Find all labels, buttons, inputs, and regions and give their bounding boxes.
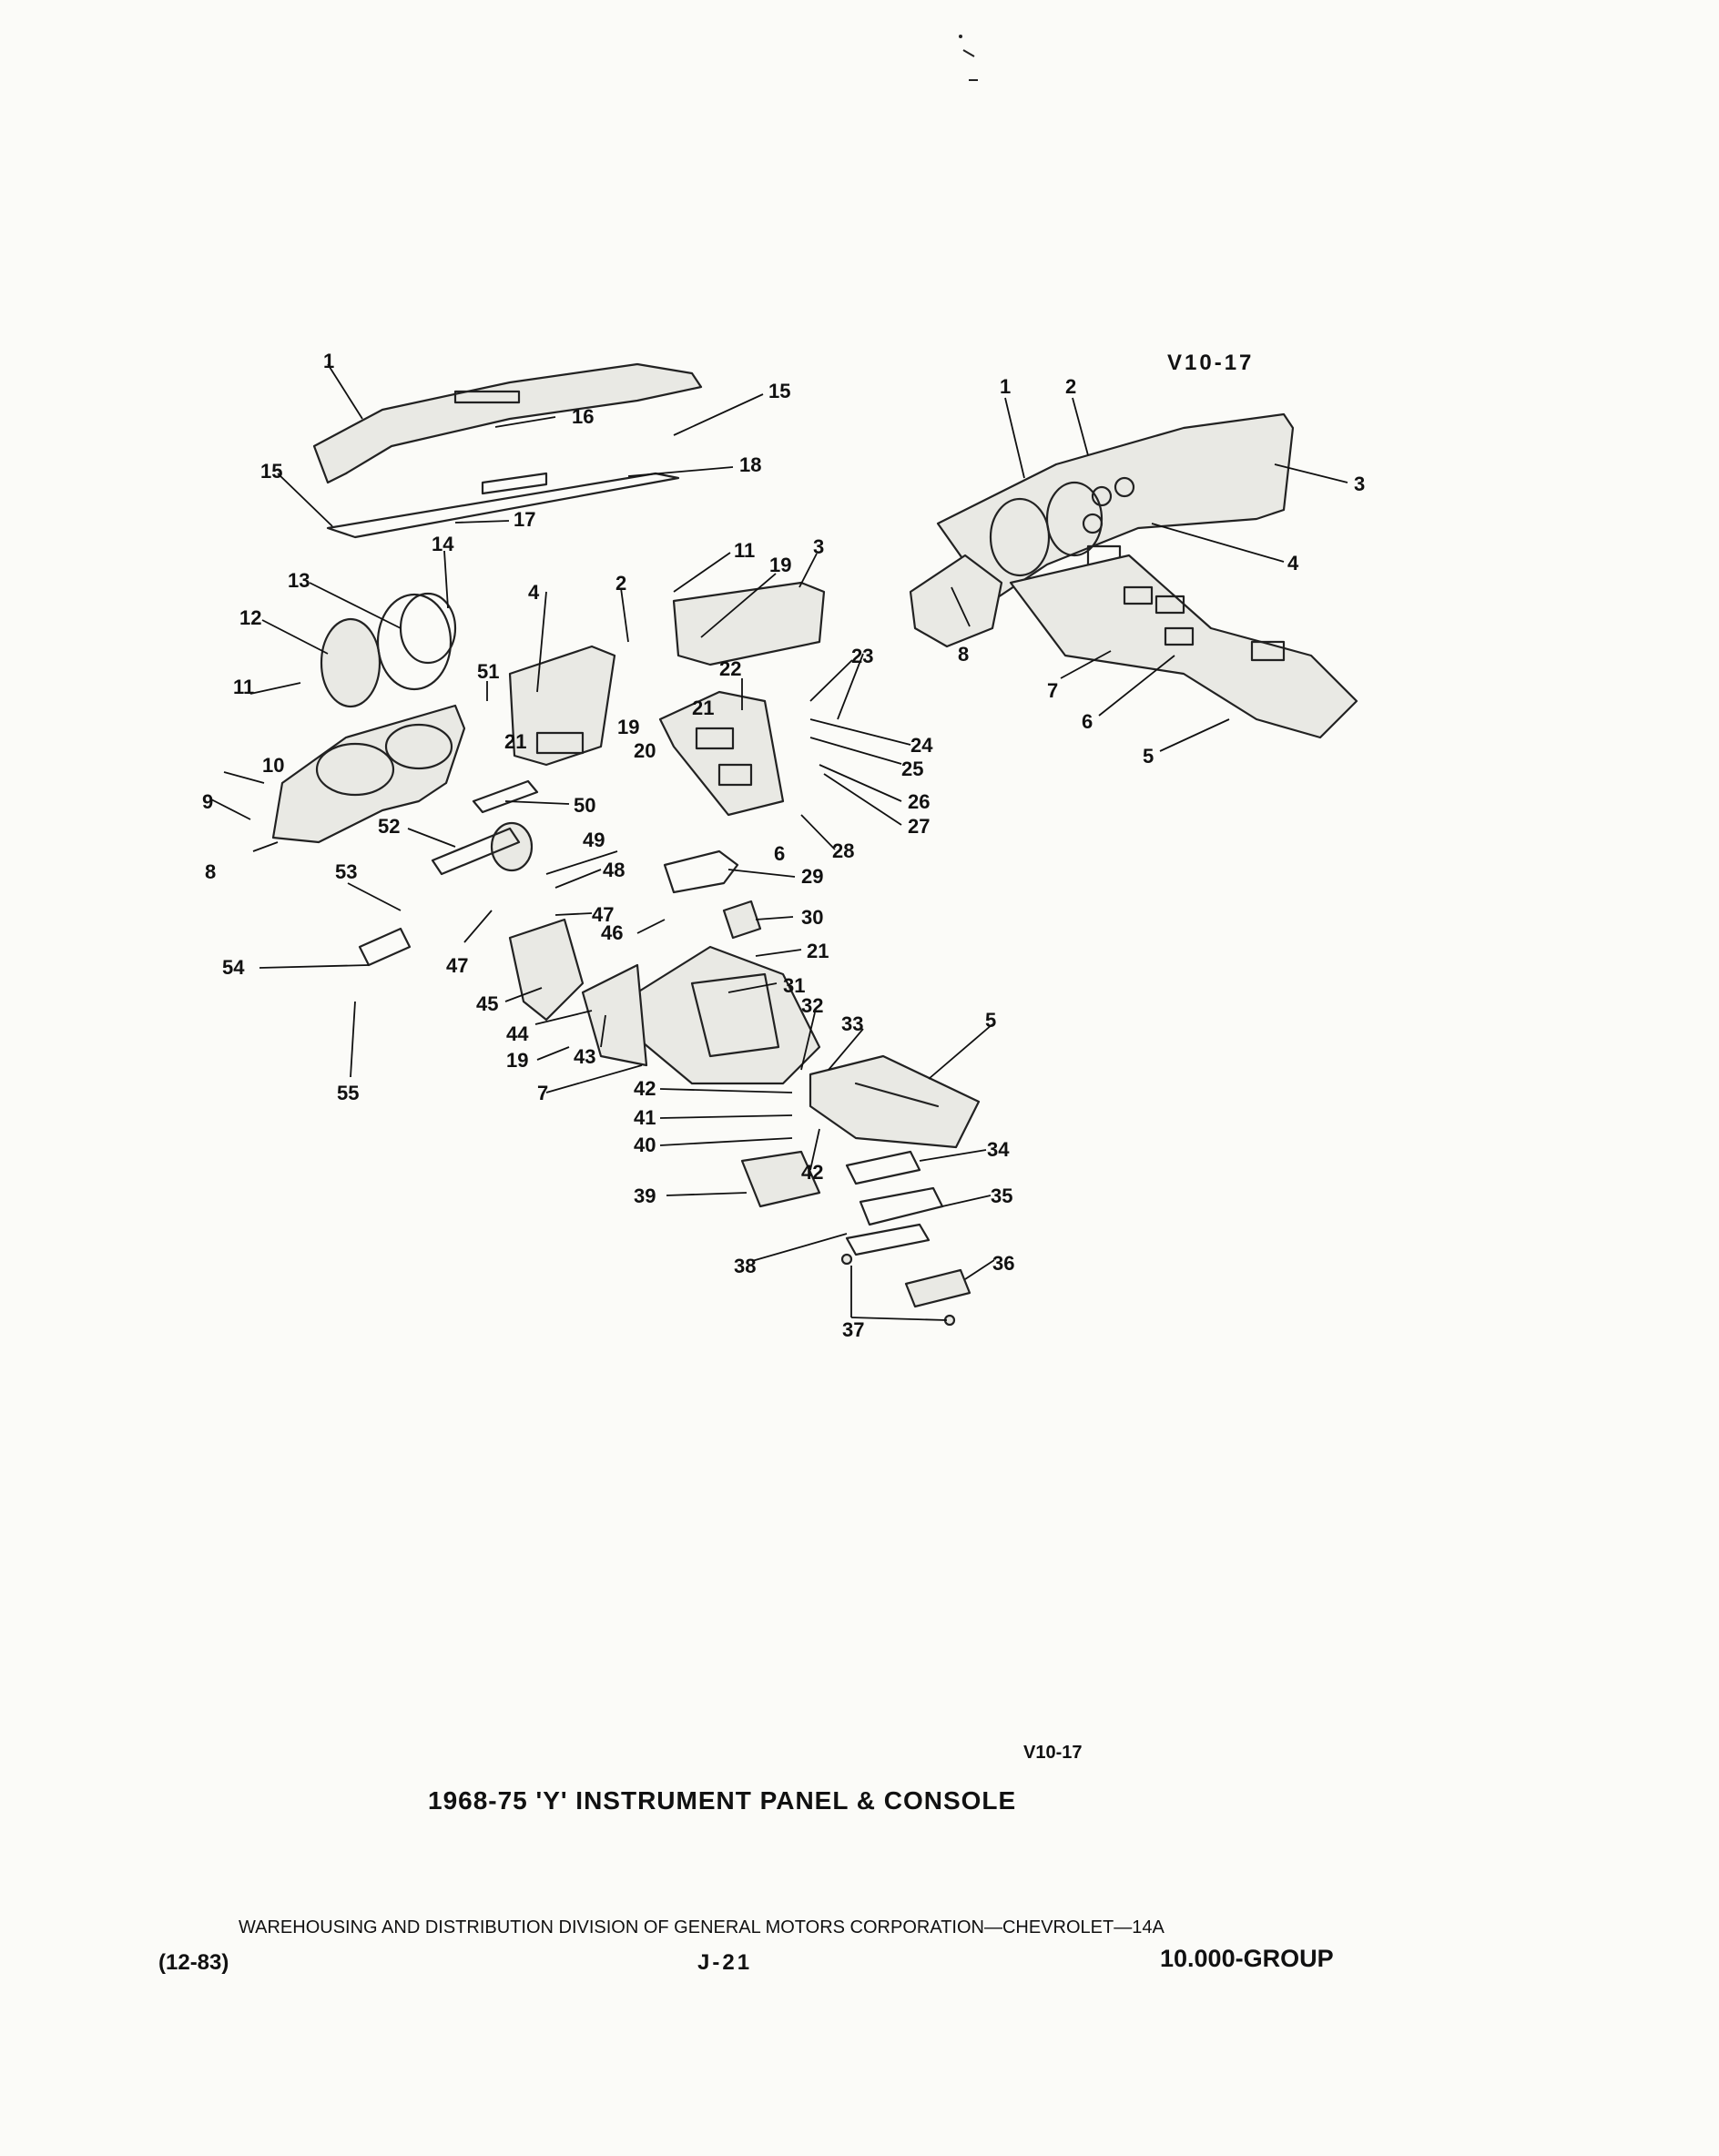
callout: 49 [583, 829, 605, 851]
callout: 15 [260, 460, 282, 483]
callout: 48 [603, 859, 625, 881]
callout: 46 [601, 921, 623, 944]
part-shift-plate [663, 849, 762, 940]
callout: 8 [958, 643, 969, 666]
callout: 11 [233, 676, 254, 698]
callout: 16 [572, 405, 594, 428]
callout: 18 [739, 453, 761, 476]
callout: 54 [222, 956, 245, 979]
callout: 42 [634, 1077, 656, 1100]
callout: 31 [783, 974, 805, 997]
callout: 19 [617, 716, 639, 738]
assembled-view [909, 412, 1358, 739]
part-console-body [636, 945, 821, 1085]
callout: 33 [841, 1012, 863, 1035]
part-rear-console [809, 1054, 981, 1149]
callout: 7 [1047, 679, 1058, 702]
callouts-assembled: 1 2 3 4 8 7 6 5 [958, 375, 1365, 768]
callout: 53 [335, 860, 357, 883]
callout: 39 [634, 1185, 656, 1207]
callout: 9 [202, 790, 213, 813]
callout: 2 [615, 572, 626, 595]
part-trim-strip [326, 472, 680, 539]
callout: 17 [514, 508, 535, 531]
part-center-bezel [508, 645, 616, 767]
part-instrument-pad [312, 362, 703, 484]
callout: 7 [537, 1082, 548, 1104]
callout: 26 [908, 790, 930, 813]
callout: 21 [504, 730, 526, 753]
callout: 41 [634, 1106, 656, 1129]
callout: 52 [378, 815, 400, 838]
callout: 5 [1143, 745, 1154, 768]
page-title: 1968-75 'Y' INSTRUMENT PANEL & CONSOLE [428, 1786, 1017, 1815]
callout: 23 [851, 645, 873, 667]
callout: 30 [801, 906, 823, 929]
callout: 1 [323, 350, 334, 372]
part-bezel-cluster [271, 704, 466, 844]
footer-date: (12-83) [158, 1950, 229, 1975]
callout: 34 [987, 1138, 1010, 1161]
callout: 37 [842, 1318, 864, 1341]
callout: 14 [432, 533, 454, 555]
callout: 47 [592, 903, 614, 926]
callout: 12 [239, 606, 261, 629]
callout: 25 [901, 758, 923, 780]
callout: 40 [634, 1134, 656, 1156]
part-lower-console [508, 918, 648, 1067]
callout: 19 [769, 554, 791, 576]
footer-page-number: J-21 [697, 1950, 753, 1975]
callout: 28 [832, 839, 854, 862]
callout: 45 [476, 992, 498, 1015]
part-steering-column [431, 779, 539, 876]
part-console-plate [658, 690, 785, 817]
callouts-exploded: 1 16 15 18 15 17 11 19 3 14 13 4 2 12 11… [202, 350, 1014, 1341]
footer-division-line: WAREHOUSING AND DISTRIBUTION DIVISION OF… [239, 1917, 1165, 1937]
callout: 29 [801, 865, 823, 888]
callout: 32 [801, 994, 823, 1017]
callout: 2 [1065, 375, 1076, 398]
callout: 24 [910, 734, 933, 757]
callout: 11 [734, 539, 755, 562]
callout: 47 [446, 954, 468, 977]
part-lower-trim [358, 927, 412, 967]
callout: 27 [908, 815, 930, 838]
callout: 4 [1287, 552, 1299, 575]
callout: 15 [768, 380, 790, 402]
callout: 22 [719, 657, 741, 680]
callout: 8 [205, 860, 216, 883]
callout: 6 [774, 842, 785, 865]
callout: 38 [734, 1255, 756, 1277]
callout: 55 [337, 1082, 359, 1104]
callout: 36 [992, 1252, 1014, 1275]
callout: 42 [801, 1161, 823, 1184]
callout: 13 [288, 569, 310, 592]
callout: 51 [477, 660, 499, 683]
part-gauge-housing [320, 592, 457, 708]
footer-group: 10.000-GROUP [1160, 1945, 1334, 1972]
callout: 10 [262, 754, 284, 777]
callout: 4 [528, 581, 540, 604]
callout: 5 [985, 1009, 996, 1032]
part-small-hardware [740, 1150, 971, 1327]
callout: 6 [1082, 710, 1093, 733]
callout: 3 [1354, 473, 1365, 495]
figure-code-bottom: V10-17 [1023, 1743, 1083, 1763]
leader-lines [210, 363, 1348, 1321]
part-glove-door [672, 581, 826, 666]
figure-code-top: V10-17 [1167, 351, 1255, 375]
callout: 1 [1000, 375, 1011, 398]
callout: 44 [506, 1022, 529, 1045]
callout: 19 [506, 1049, 528, 1072]
callout: 20 [634, 739, 656, 762]
callout: 35 [991, 1185, 1012, 1207]
callout: 3 [813, 535, 824, 558]
callout: 21 [807, 940, 829, 962]
callout: 50 [574, 794, 595, 817]
callout: 21 [692, 697, 714, 719]
callout: 43 [574, 1045, 595, 1068]
